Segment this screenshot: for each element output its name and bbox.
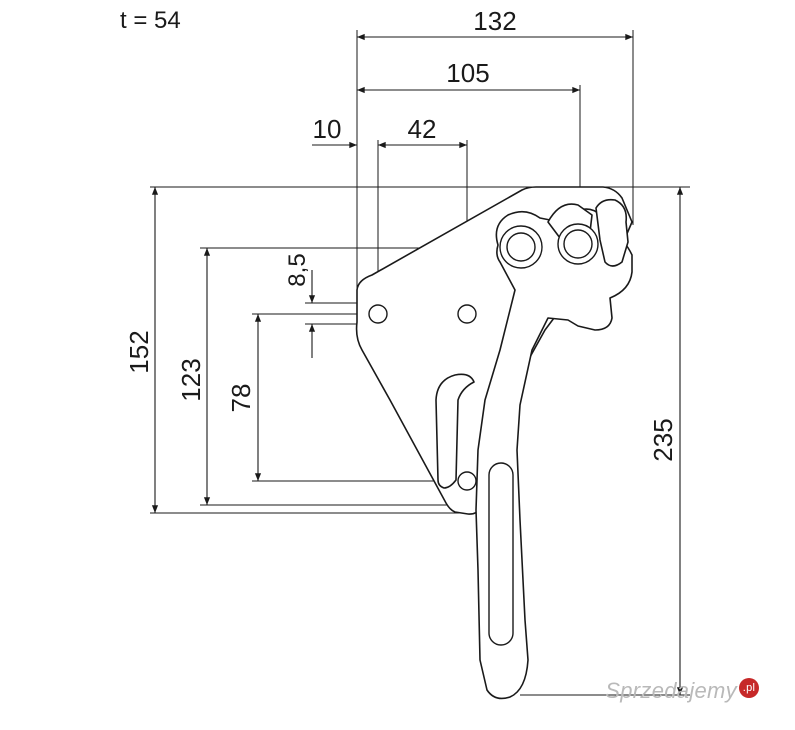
dim-pivot-height: 123 bbox=[176, 358, 206, 401]
dim-overall-width: 132 bbox=[473, 6, 516, 36]
mounting-hole-right bbox=[457, 304, 477, 324]
thickness-label: t = 54 bbox=[120, 7, 181, 34]
hook-ring-inner bbox=[563, 229, 593, 259]
watermark-suffix: .pl bbox=[739, 678, 759, 698]
dim-hole-spacing: 42 bbox=[408, 114, 437, 144]
mounting-hole-left bbox=[368, 304, 388, 324]
handle-slot bbox=[488, 462, 514, 646]
lever bbox=[475, 208, 633, 700]
watermark: Sprzedajemy.pl bbox=[605, 678, 759, 704]
dimension-lines bbox=[151, 33, 684, 696]
dim-total-height: 235 bbox=[648, 418, 678, 461]
watermark-name: Sprzedajemy bbox=[605, 678, 737, 703]
lower-hole bbox=[457, 471, 477, 491]
dim-offset-left: 10 bbox=[313, 114, 342, 144]
dim-small-gap: 8,5 bbox=[284, 253, 311, 286]
curved-slot bbox=[435, 373, 475, 489]
pivot-ring-inner bbox=[506, 232, 536, 262]
hook-tip bbox=[595, 198, 629, 267]
dim-plate-height: 152 bbox=[124, 330, 154, 373]
dim-hook-width: 105 bbox=[446, 58, 489, 88]
dim-hole-vertical: 78 bbox=[226, 384, 256, 413]
